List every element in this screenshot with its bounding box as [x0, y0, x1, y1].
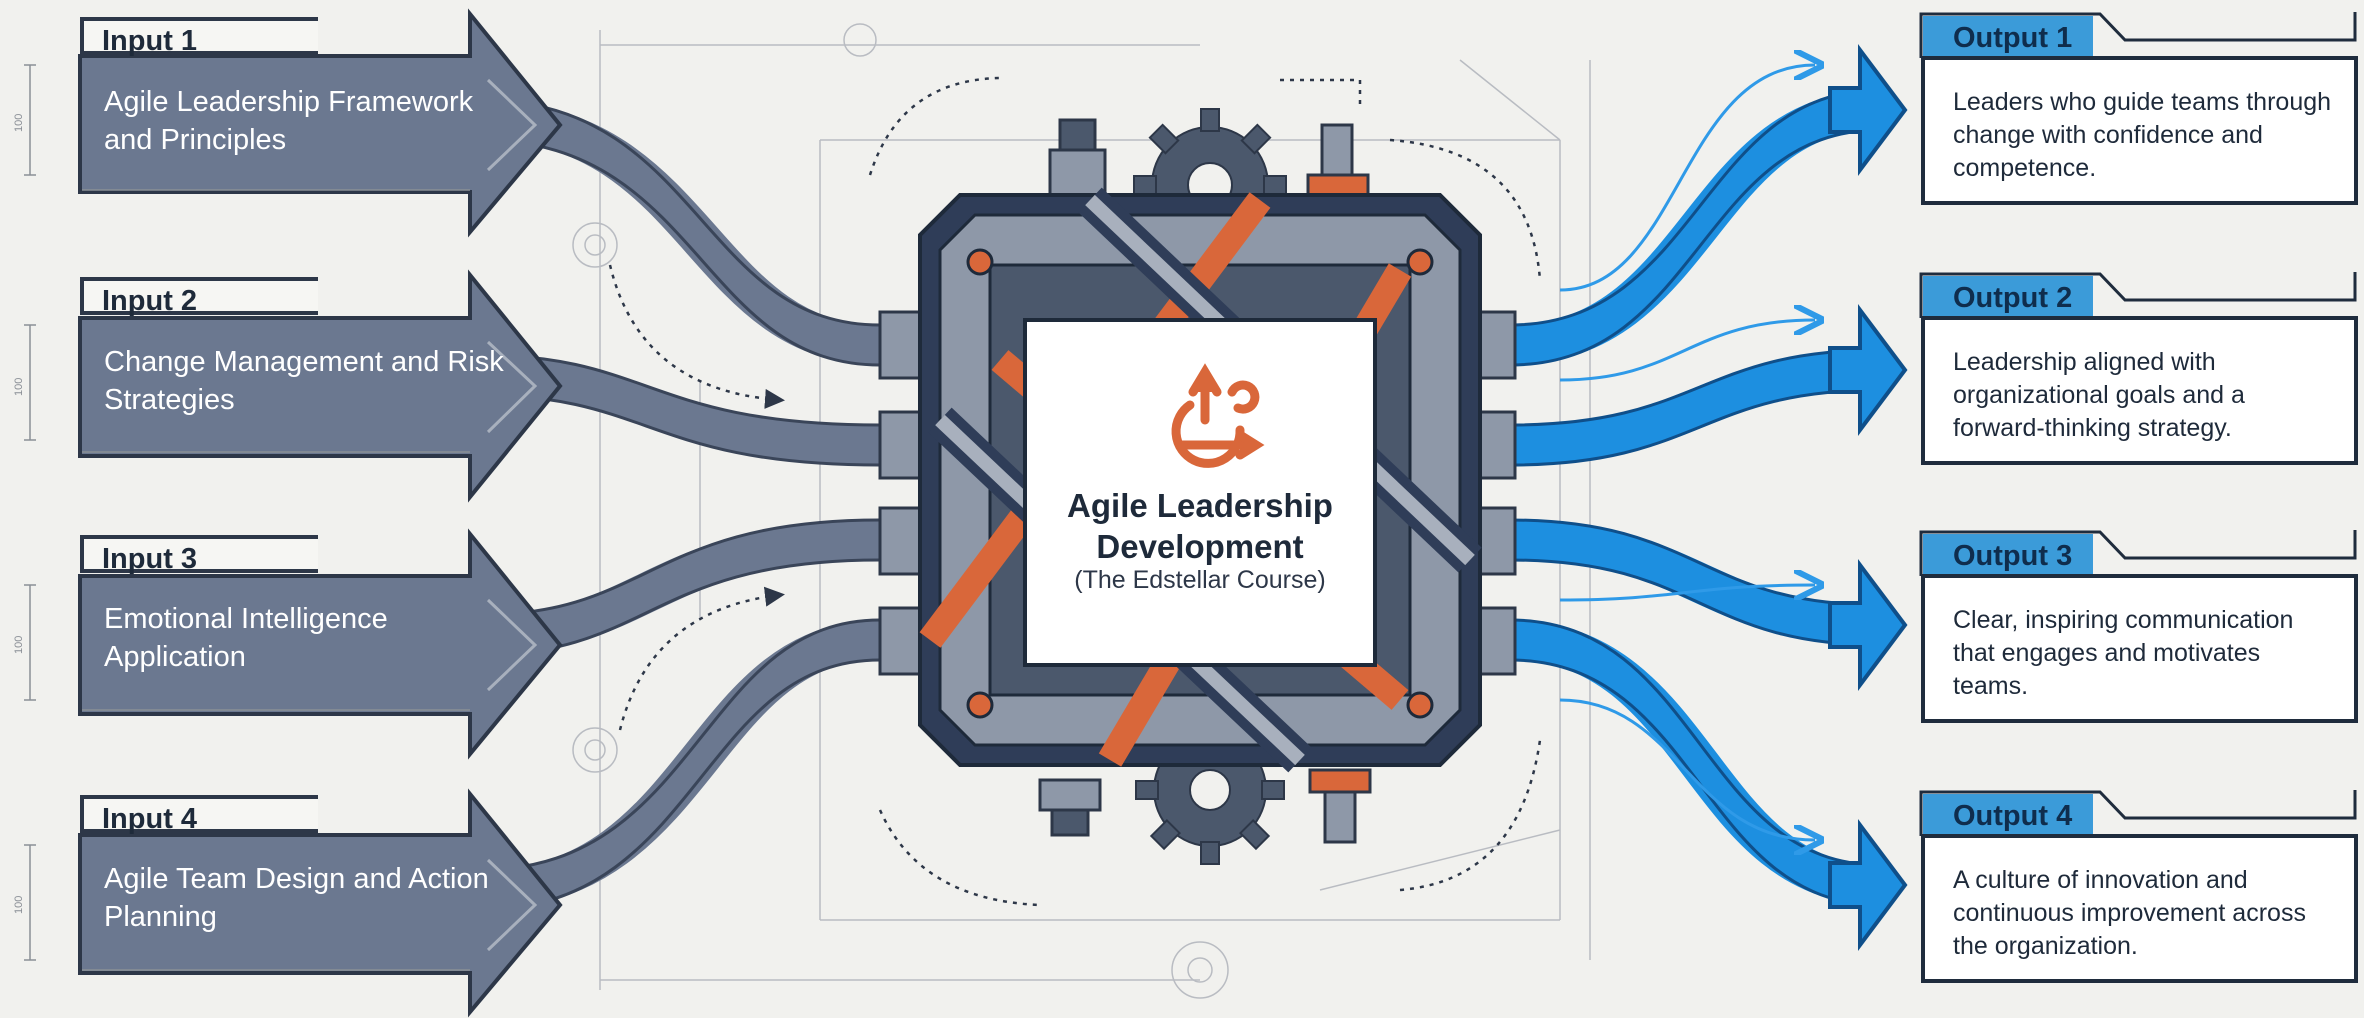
output-label-2: Output 2	[1923, 276, 2093, 320]
output-box-4: A culture of innovation and continuous i…	[1921, 834, 2358, 983]
output-arrows	[1828, 44, 1908, 951]
output-label-4: Output 4	[1923, 794, 2093, 838]
center-title: Agile Leadership Development	[1067, 487, 1333, 565]
processor-block	[918, 187, 1482, 773]
input-label-3: Input 3	[80, 535, 318, 575]
output-label-3: Output 3	[1923, 534, 2093, 578]
output-ribbons	[1509, 90, 1881, 905]
input-text-3: Emotional Intelligence Application	[104, 603, 388, 673]
output-box-2: Leadership aligned with organizational g…	[1921, 316, 2358, 465]
input-label-4: Input 4	[80, 795, 318, 835]
input-label-2: Input 2	[80, 277, 318, 317]
agile-cycle-icon	[1171, 363, 1265, 468]
input-text-1: Agile Leadership Framework and Principle…	[104, 86, 474, 156]
output-label-1: Output 1	[1923, 16, 2093, 60]
input-arrow-chevrons	[486, 78, 538, 952]
output-arrow-4	[1828, 819, 1908, 951]
dimension-label-3: 100	[13, 636, 25, 654]
input-arrow-2	[78, 269, 563, 503]
output-text-4: A culture of innovation and continuous i…	[1953, 866, 2306, 960]
input-ribbon-edges	[479, 98, 881, 912]
output-arrow-3	[1828, 559, 1908, 691]
output-box-1: Leaders who guide teams through change w…	[1921, 56, 2358, 205]
input-arrows	[78, 8, 563, 1018]
output-text-2: Leadership aligned with organizational g…	[1953, 348, 2245, 442]
input-text-4: Agile Team Design and Action Planning	[104, 863, 489, 933]
dimension-marks	[24, 64, 470, 971]
input-text-2: Change Management and Risk Strategies	[104, 346, 504, 416]
output-box-3: Clear, inspiring communication that enga…	[1921, 574, 2358, 723]
output-arrow-1	[1828, 44, 1908, 176]
dimension-label-4: 100	[13, 896, 25, 914]
input-arrow-4	[78, 788, 563, 1018]
output-text-1: Leaders who guide teams through change w…	[1953, 88, 2332, 182]
dimension-label-1: 100	[13, 114, 25, 132]
center-subtitle: (The Edstellar Course)	[1074, 566, 1326, 594]
input-label-1: Input 1	[80, 17, 318, 57]
input-arrow-1	[78, 8, 563, 238]
output-arrow-2	[1828, 304, 1908, 436]
dimension-label-2: 100	[13, 378, 25, 396]
dashed-connectors	[608, 76, 1542, 907]
output-tab-frames	[1919, 12, 2357, 836]
output-text-3: Clear, inspiring communication that enga…	[1953, 606, 2294, 700]
output-thin-arrows	[1559, 65, 1815, 840]
input-arrow-3	[78, 528, 563, 760]
